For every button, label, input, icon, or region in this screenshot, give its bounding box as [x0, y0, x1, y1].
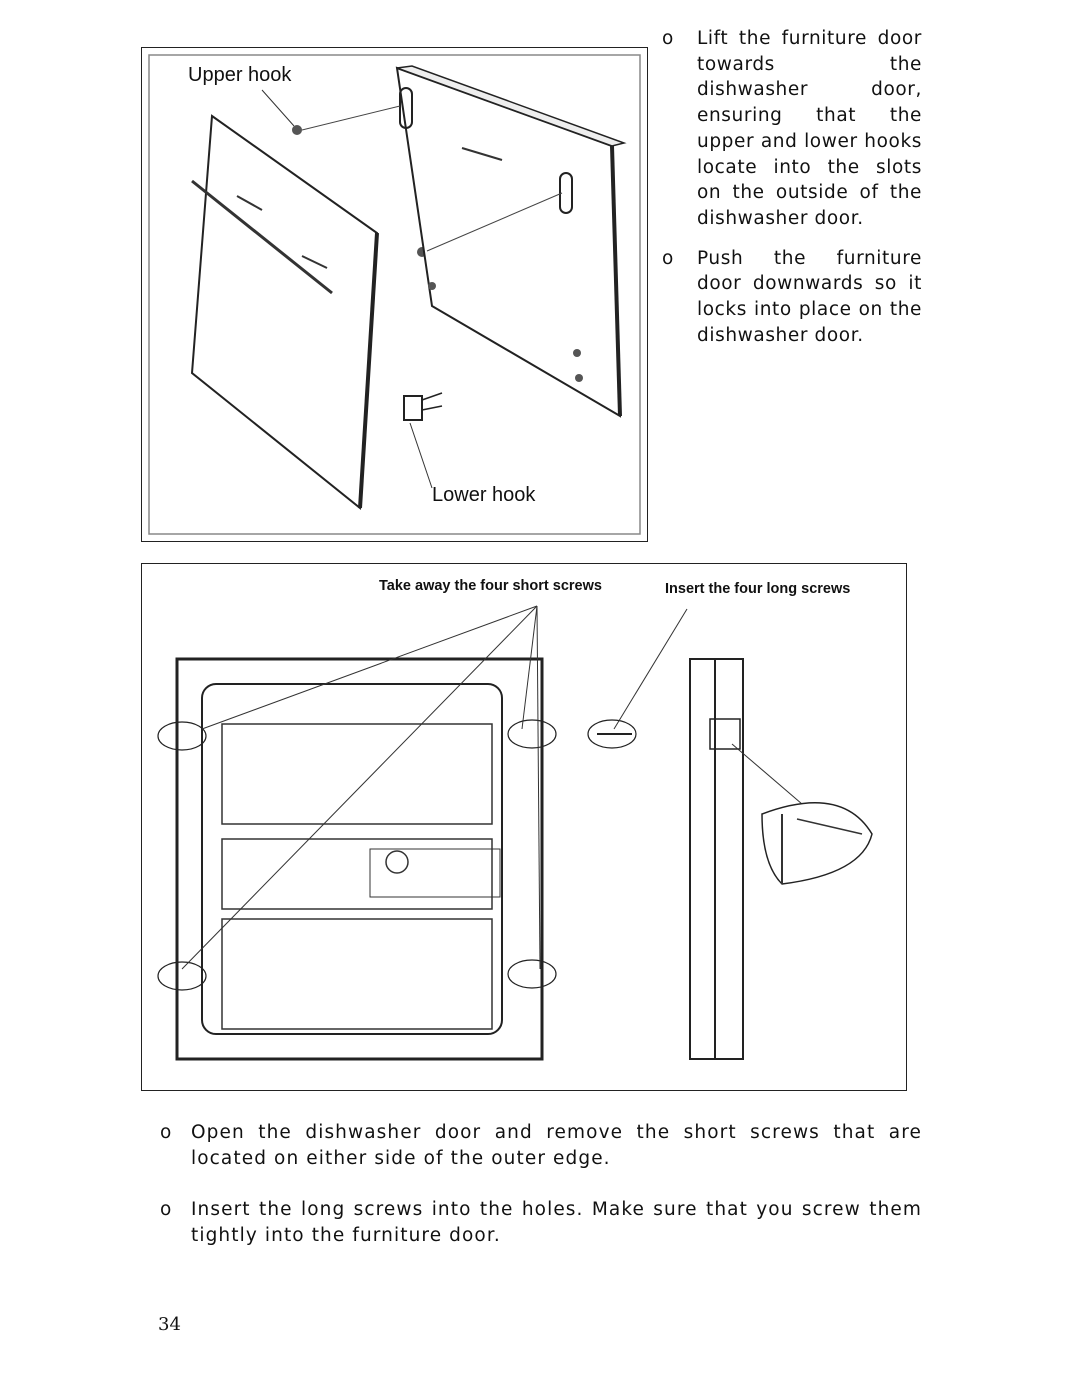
right-instructions: o Lift the furniture door towards the di… — [662, 26, 922, 362]
list-item: o Insert the long screws into the holes.… — [160, 1197, 922, 1248]
screw-replacement-figure: Take away the four short screws Insert t… — [141, 563, 907, 1091]
bullet-marker: o — [662, 247, 674, 269]
bullet-marker: o — [160, 1199, 173, 1221]
bullet-marker: o — [662, 28, 674, 49]
long-screws-label: Insert the four long screws — [665, 581, 851, 597]
list-item: o Open the dishwasher door and remove th… — [160, 1120, 922, 1171]
list-item: o Push the furniture door downwards so i… — [662, 246, 922, 349]
instruction-text: Push the furniture door downwards so it … — [697, 247, 922, 346]
page-number: 34 — [158, 1314, 181, 1335]
list-item: o Lift the furniture door towards the di… — [662, 26, 922, 232]
lower-hook-label: Lower hook — [432, 484, 536, 506]
hook-diagram — [148, 54, 641, 535]
instruction-text: Insert the long screws into the holes. M… — [191, 1199, 922, 1247]
bullet-marker: o — [160, 1122, 173, 1143]
hook-installation-figure: Upper hook Lower hook — [141, 47, 648, 542]
screw-diagram — [157, 605, 873, 1061]
instruction-text: Lift the furniture door towards the dish… — [697, 28, 922, 229]
instruction-text: Open the dishwasher door and remove the … — [191, 1122, 922, 1169]
bottom-instructions: o Open the dishwasher door and remove th… — [160, 1120, 922, 1263]
short-screws-label: Take away the four short screws — [379, 578, 602, 594]
upper-hook-label: Upper hook — [188, 64, 292, 86]
